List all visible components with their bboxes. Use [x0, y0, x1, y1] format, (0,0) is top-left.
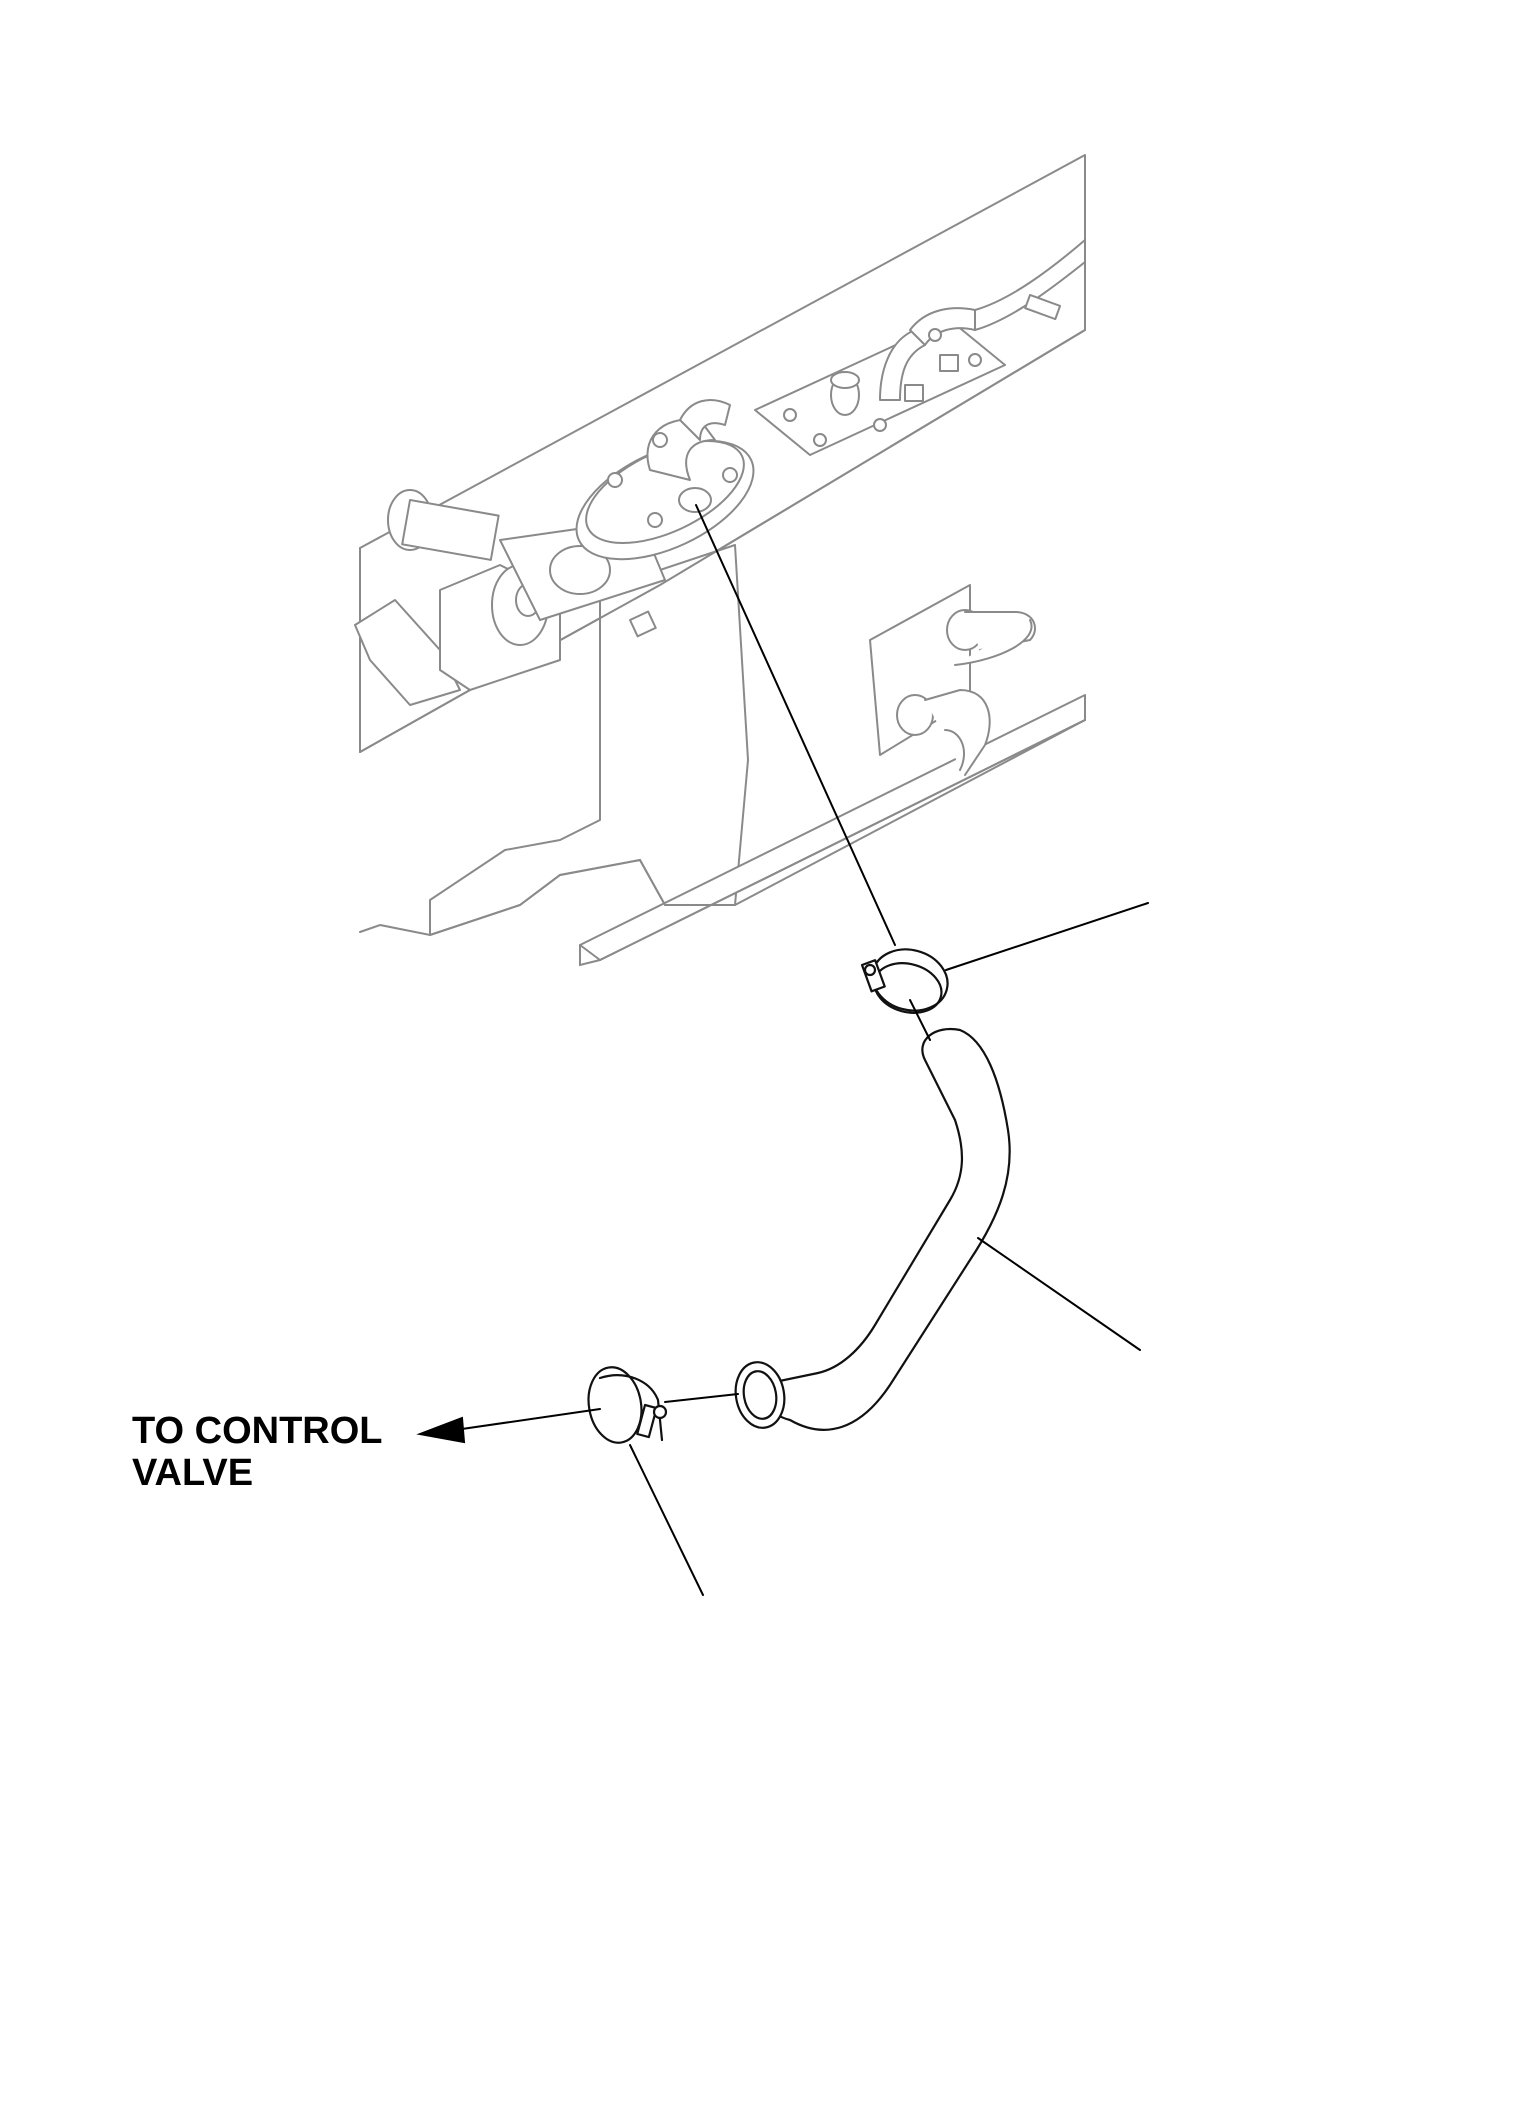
leader-clamp-to-hose: [664, 1393, 739, 1403]
hydraulic-hose: [758, 1027, 1011, 1431]
return-filter-plate: [754, 307, 1006, 456]
hose-end-lower: [734, 1361, 786, 1429]
leader-lower-clamp-callout: [629, 1444, 704, 1596]
pivot-bracket: [354, 489, 666, 706]
leader-lines: [416, 504, 1149, 1596]
leader-upper-clamp-callout: [945, 902, 1149, 971]
callout-to-control-valve-line2: VALVE: [132, 1452, 253, 1494]
leader-clamp-center: [909, 999, 931, 1041]
leader-hose-callout: [977, 1237, 1141, 1351]
hose-assembly: [587, 948, 1011, 1444]
upper-hose: [974, 239, 1086, 311]
lower-hose-clamp: [587, 1366, 668, 1444]
lower-bracket: [579, 719, 1086, 967]
arrow-line-to-control-valve: [454, 1408, 601, 1431]
small-block: [1024, 294, 1062, 321]
arrow-head-to-control-valve: [416, 1416, 466, 1444]
frame-assembly: [354, 154, 1086, 967]
frame-inner-edge: [359, 329, 1086, 753]
suction-cover: [575, 399, 755, 561]
callout-to-control-valve-line1: TO CONTROL: [132, 1410, 383, 1452]
leader-hose-to-tank: [695, 504, 896, 946]
upper-hose-clamp: [860, 948, 949, 1014]
side-manifold: [869, 584, 1036, 776]
